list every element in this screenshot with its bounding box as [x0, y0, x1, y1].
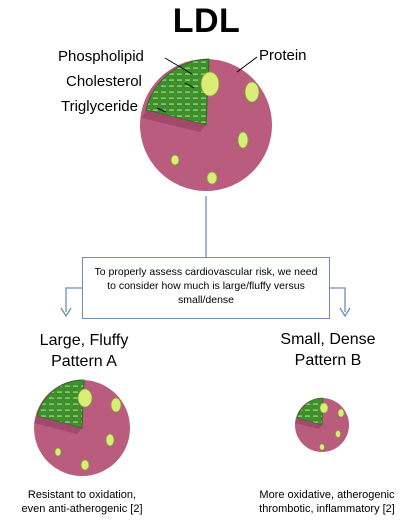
- cholesterol-label: Cholesterol: [66, 73, 142, 90]
- phospholipid-leader: [164, 57, 193, 75]
- pattern-a-line2: Pattern A: [51, 353, 117, 370]
- protein-label: Protein: [259, 47, 307, 64]
- pattern-b-desc-line1: More oxidative, atherogenic: [259, 489, 395, 501]
- ldl-particle-large: [34, 379, 130, 476]
- ldl-particle-main: [140, 58, 272, 191]
- protein-leader: [236, 56, 258, 73]
- main-cutaway-core: [145, 58, 210, 126]
- page-title: LDL: [172, 2, 241, 40]
- branch-connector: [65, 196, 346, 312]
- pattern-b-line1: Small, Dense: [280, 331, 376, 348]
- pattern-b-description: More oxidative, atherogenic thrombotic, …: [244, 488, 410, 516]
- protein-blob: [200, 71, 220, 97]
- pattern-b-line2: Pattern B: [294, 352, 362, 369]
- ldl-particle-small: [295, 397, 349, 452]
- pattern-b-desc-line2: thrombotic, inflammatory [2]: [259, 503, 395, 515]
- cholesterol-leader: [184, 82, 195, 89]
- pattern-a-line1: Large, Fluffy: [39, 332, 129, 349]
- pattern-b-heading: Small, Dense Pattern B: [258, 329, 398, 371]
- triglyceride-leader: [156, 107, 167, 113]
- callout-box: To properly assess cardiovascular risk, …: [82, 257, 330, 319]
- pattern-a-description: Resistant to oxidation, even anti-athero…: [4, 488, 160, 516]
- arrow-left-head: [60, 307, 72, 318]
- pattern-a-desc-line2: even anti-atherogenic [2]: [21, 503, 143, 515]
- arrow-right-head: [339, 307, 351, 318]
- phospholipid-label: Phospholipid: [58, 48, 144, 65]
- triglyceride-label: Triglyceride: [61, 98, 138, 115]
- pattern-a-desc-line1: Resistant to oxidation,: [27, 489, 137, 501]
- pattern-a-heading: Large, Fluffy Pattern A: [14, 330, 154, 372]
